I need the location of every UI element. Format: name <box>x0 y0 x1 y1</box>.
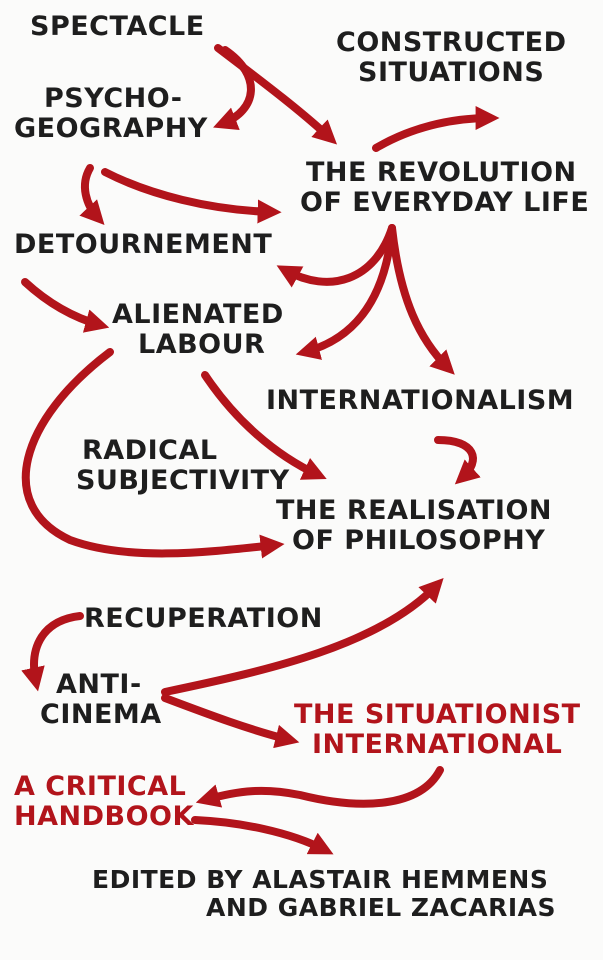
book-title: THE SITUATIONIST INTERNATIONAL <box>294 699 581 761</box>
arrow-detournement-to-alienated <box>21 278 110 333</box>
arrow-anticinema-to-philosophy <box>161 578 444 696</box>
arrow-handbook-to-editors <box>191 816 334 855</box>
term-alienated-labour: ALIENATED LABOUR <box>112 299 284 361</box>
arrow-spectacle-to-psychogeography <box>213 46 255 130</box>
term-realisation-line-1: THE REALISATION <box>276 495 552 526</box>
term-radical-line-2: SUBJECTIVITY <box>76 465 290 497</box>
term-psychogeography-line-1: PSYCHO- <box>44 83 183 114</box>
term-revolution-line-2: OF EVERYDAY LIFE <box>300 187 590 219</box>
term-detournement: DETOURNEMENT <box>14 229 273 260</box>
book-title-line-1: THE SITUATIONIST <box>294 699 581 730</box>
arrow-revolution-to-detournement <box>276 224 396 288</box>
term-psychogeography: PSYCHO- GEOGRAPHY <box>14 83 208 145</box>
arrow-revolution-to-internationalism <box>388 224 455 375</box>
book-title-line-2: INTERNATIONAL <box>312 729 563 761</box>
arrow-anticinema-to-situationist <box>161 694 300 749</box>
book-subtitle-line-1: A CRITICAL <box>14 771 187 802</box>
term-revolution-line-1: THE REVOLUTION <box>306 157 577 188</box>
arrow-internationalism-to-realisation <box>434 436 481 485</box>
term-constructed-line-1: CONSTRUCTED <box>336 27 567 58</box>
book-subtitle-line-2: HANDBOOK <box>14 801 194 833</box>
term-radical-line-1: RADICAL <box>82 435 218 466</box>
book-subtitle: A CRITICAL HANDBOOK <box>14 771 194 833</box>
arrow-recuperation-to-anticinema <box>21 612 84 692</box>
book-editors-line-2: AND GABRIEL ZACARIAS <box>206 893 556 922</box>
term-internationalism: INTERNATIONALISM <box>266 385 575 416</box>
term-realisation-of-philosophy: THE REALISATION OF PHILOSOPHY <box>276 495 552 557</box>
term-alienated-line-1: ALIENATED <box>112 299 284 330</box>
term-spectacle: SPECTACLE <box>30 11 205 42</box>
term-radical-subjectivity: RADICAL SUBJECTIVITY <box>76 435 290 497</box>
arrow-psychogeography-to-revolution <box>101 168 282 224</box>
term-revolution-of-everyday-life: THE REVOLUTION OF EVERYDAY LIFE <box>300 157 590 219</box>
arrow-alienated-to-philosophy <box>21 348 285 559</box>
arrow-alienated-to-realisation <box>201 371 327 480</box>
arrow-psychogeography-to-detournement <box>79 164 105 226</box>
term-anti-cinema: ANTI- CINEMA <box>40 669 162 731</box>
term-recuperation: RECUPERATION <box>84 603 323 634</box>
arrow-revolution-to-alienated <box>295 224 396 360</box>
term-psychogeography-line-2: GEOGRAPHY <box>14 113 208 145</box>
term-constructed-situations: CONSTRUCTED SITUATIONS <box>336 27 567 89</box>
book-editors-line-1: EDITED BY ALASTAIR HEMMENS <box>92 865 549 894</box>
term-alienated-line-2: LABOUR <box>138 329 266 361</box>
book-editors: EDITED BY ALASTAIR HEMMENS AND GABRIEL Z… <box>92 866 556 922</box>
term-anticinema-line-1: ANTI- <box>56 669 142 700</box>
term-anticinema-line-2: CINEMA <box>40 699 162 731</box>
term-realisation-line-2: OF PHILOSOPHY <box>292 525 546 557</box>
arrow-revolution-to-constructed <box>372 106 500 152</box>
arrow-situationist-to-handbook <box>195 766 444 808</box>
term-constructed-line-2: SITUATIONS <box>358 57 545 89</box>
